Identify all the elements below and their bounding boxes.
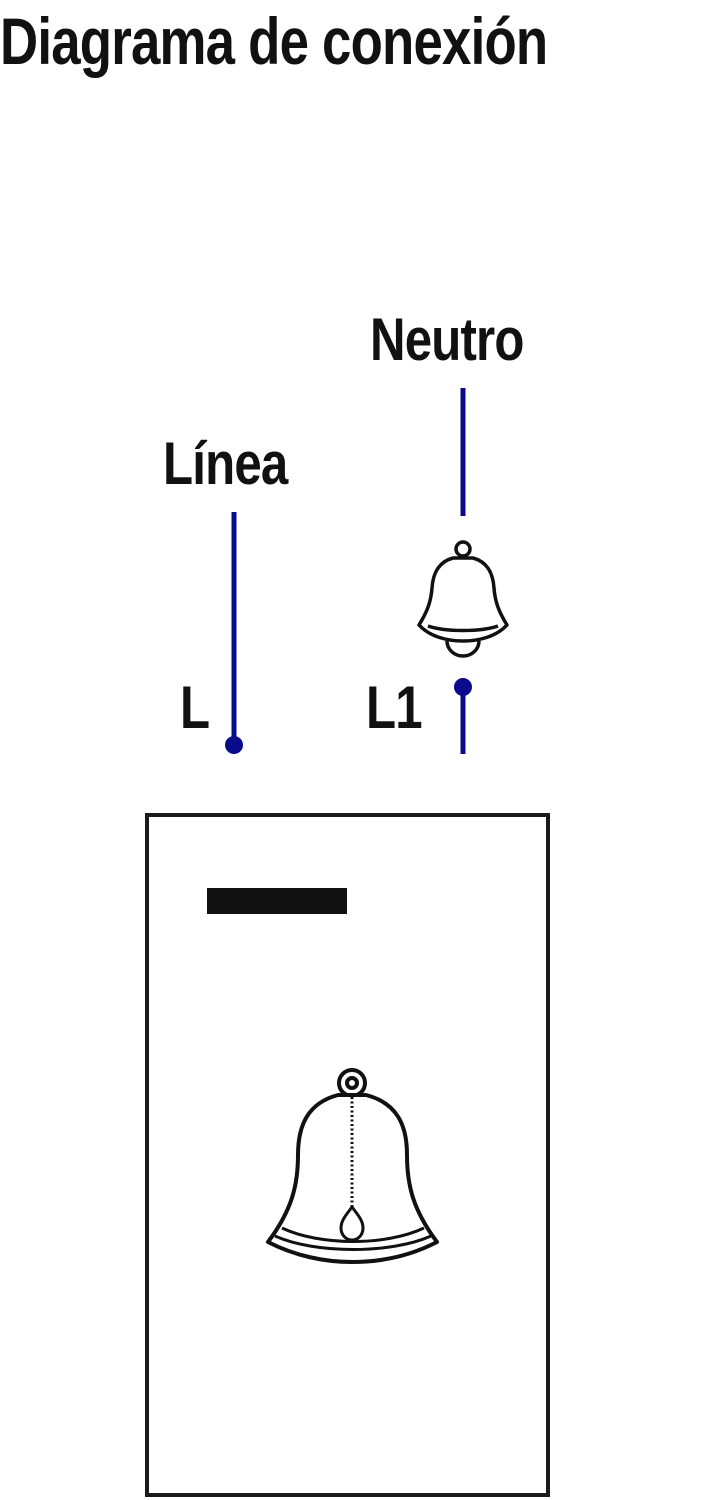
doorbell-bell-icon	[266, 1068, 439, 1264]
bell-icon	[417, 540, 509, 658]
terminal-l1-dot	[454, 678, 472, 696]
terminal-l-label: L	[180, 674, 210, 741]
diagram-title: Diagrama de conexión	[0, 4, 548, 78]
switch-indicator-bar	[207, 888, 347, 914]
line-label: Línea	[163, 430, 288, 497]
switch-plate	[145, 813, 550, 1497]
terminal-l-dot	[225, 736, 243, 754]
neutral-label: Neutro	[370, 306, 524, 373]
terminal-l1-label: L1	[366, 674, 423, 741]
